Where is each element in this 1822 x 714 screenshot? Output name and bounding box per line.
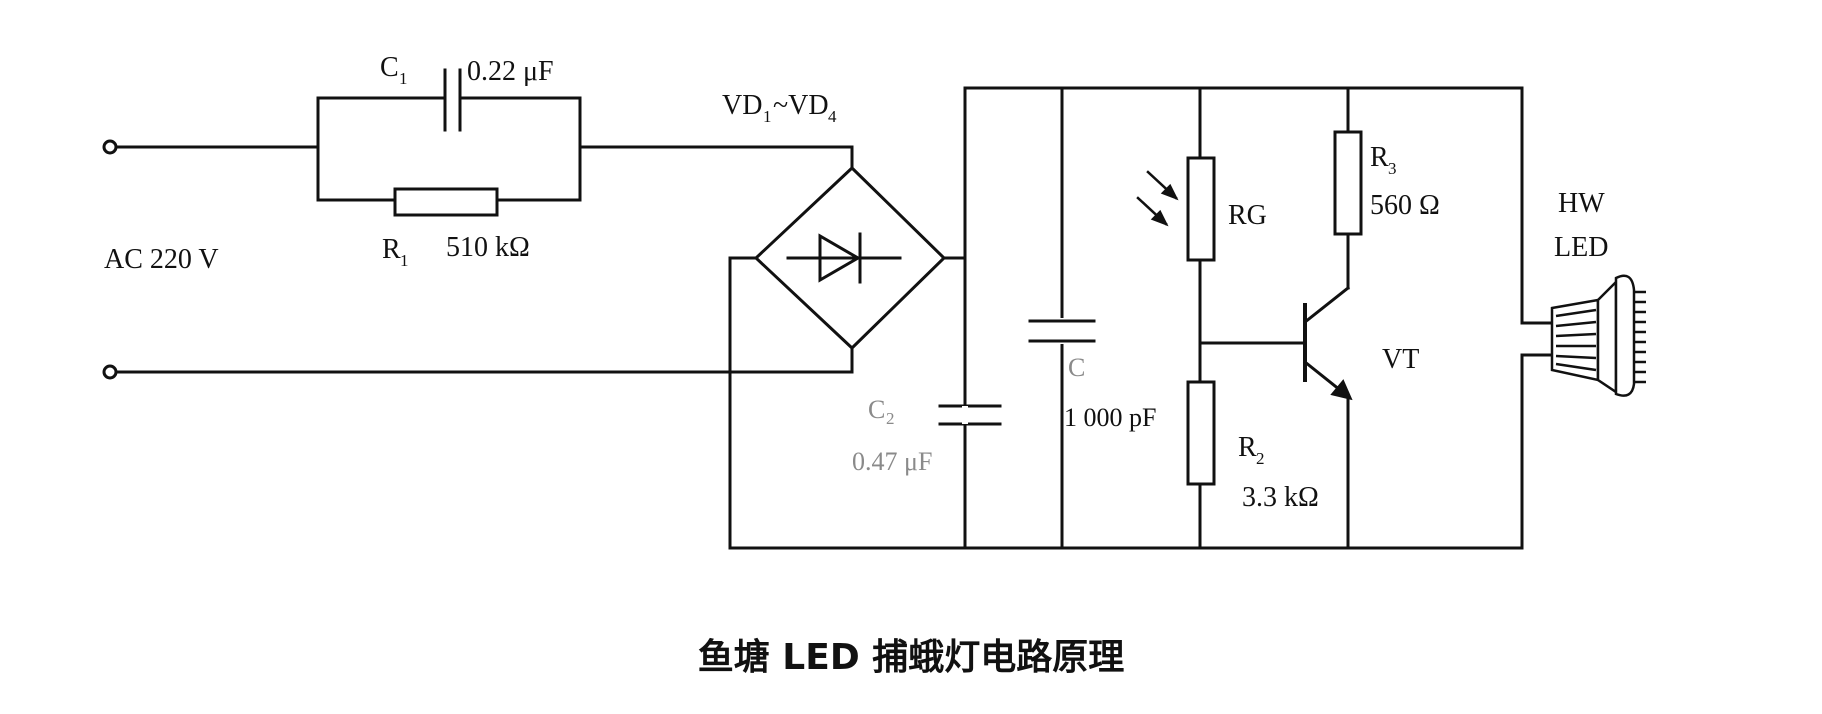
rg-label: RG <box>1228 200 1267 231</box>
transistor-vt <box>1302 285 1353 401</box>
rg-photoresistor-body <box>1186 156 1216 262</box>
transistor-label: VT <box>1382 344 1419 375</box>
r1-resistor-body <box>393 187 499 217</box>
r1-subscript: 1 <box>400 251 409 270</box>
c3-value: 1 000 pF <box>1064 403 1156 432</box>
c3-capacitor <box>1028 319 1096 343</box>
c2-value: 0.47 μF <box>852 447 932 476</box>
c1-r1-network <box>316 68 582 217</box>
c1-symbol: C <box>380 52 399 83</box>
bridge-label-a: VD <box>722 90 762 121</box>
c2-symbol: C <box>868 395 885 424</box>
c3-symbol: C <box>1068 353 1085 382</box>
r2-symbol: R <box>1238 432 1257 463</box>
ac-terminal-top <box>102 139 118 155</box>
bridge-subscript-a: 1 <box>763 107 772 126</box>
light-arrows-icon <box>1136 170 1179 227</box>
led-label-bottom: LED <box>1554 232 1608 263</box>
r3-subscript: 3 <box>1388 159 1397 178</box>
bridge-subscript-b: 4 <box>828 107 837 126</box>
ac-input-label: AC 220 V <box>104 244 219 275</box>
diagram-caption: 鱼塘 LED 捕蛾灯电路原理 <box>697 637 1125 678</box>
r3-value: 560 Ω <box>1370 190 1440 221</box>
r3-symbol: R <box>1370 142 1389 173</box>
c1-subscript: 1 <box>399 69 408 88</box>
led-lamp-icon <box>1550 274 1646 397</box>
c2-capacitor <box>938 404 1002 426</box>
r2-subscript: 2 <box>1256 449 1265 468</box>
r3-resistor-body <box>1333 130 1363 236</box>
r1-value: 510 kΩ <box>446 232 530 263</box>
r2-resistor-body <box>1186 380 1216 486</box>
bridge-label-mid: ~VD <box>773 90 829 121</box>
r2-value: 3.3 kΩ <box>1242 482 1319 513</box>
c2-subscript: 2 <box>886 409 895 428</box>
r1-symbol: R <box>382 234 401 265</box>
bridge-rectifier <box>753 165 947 351</box>
c1-value: 0.22 μF <box>467 56 554 87</box>
ac-terminal-bottom <box>102 364 118 380</box>
led-label-top: HW <box>1558 188 1605 219</box>
